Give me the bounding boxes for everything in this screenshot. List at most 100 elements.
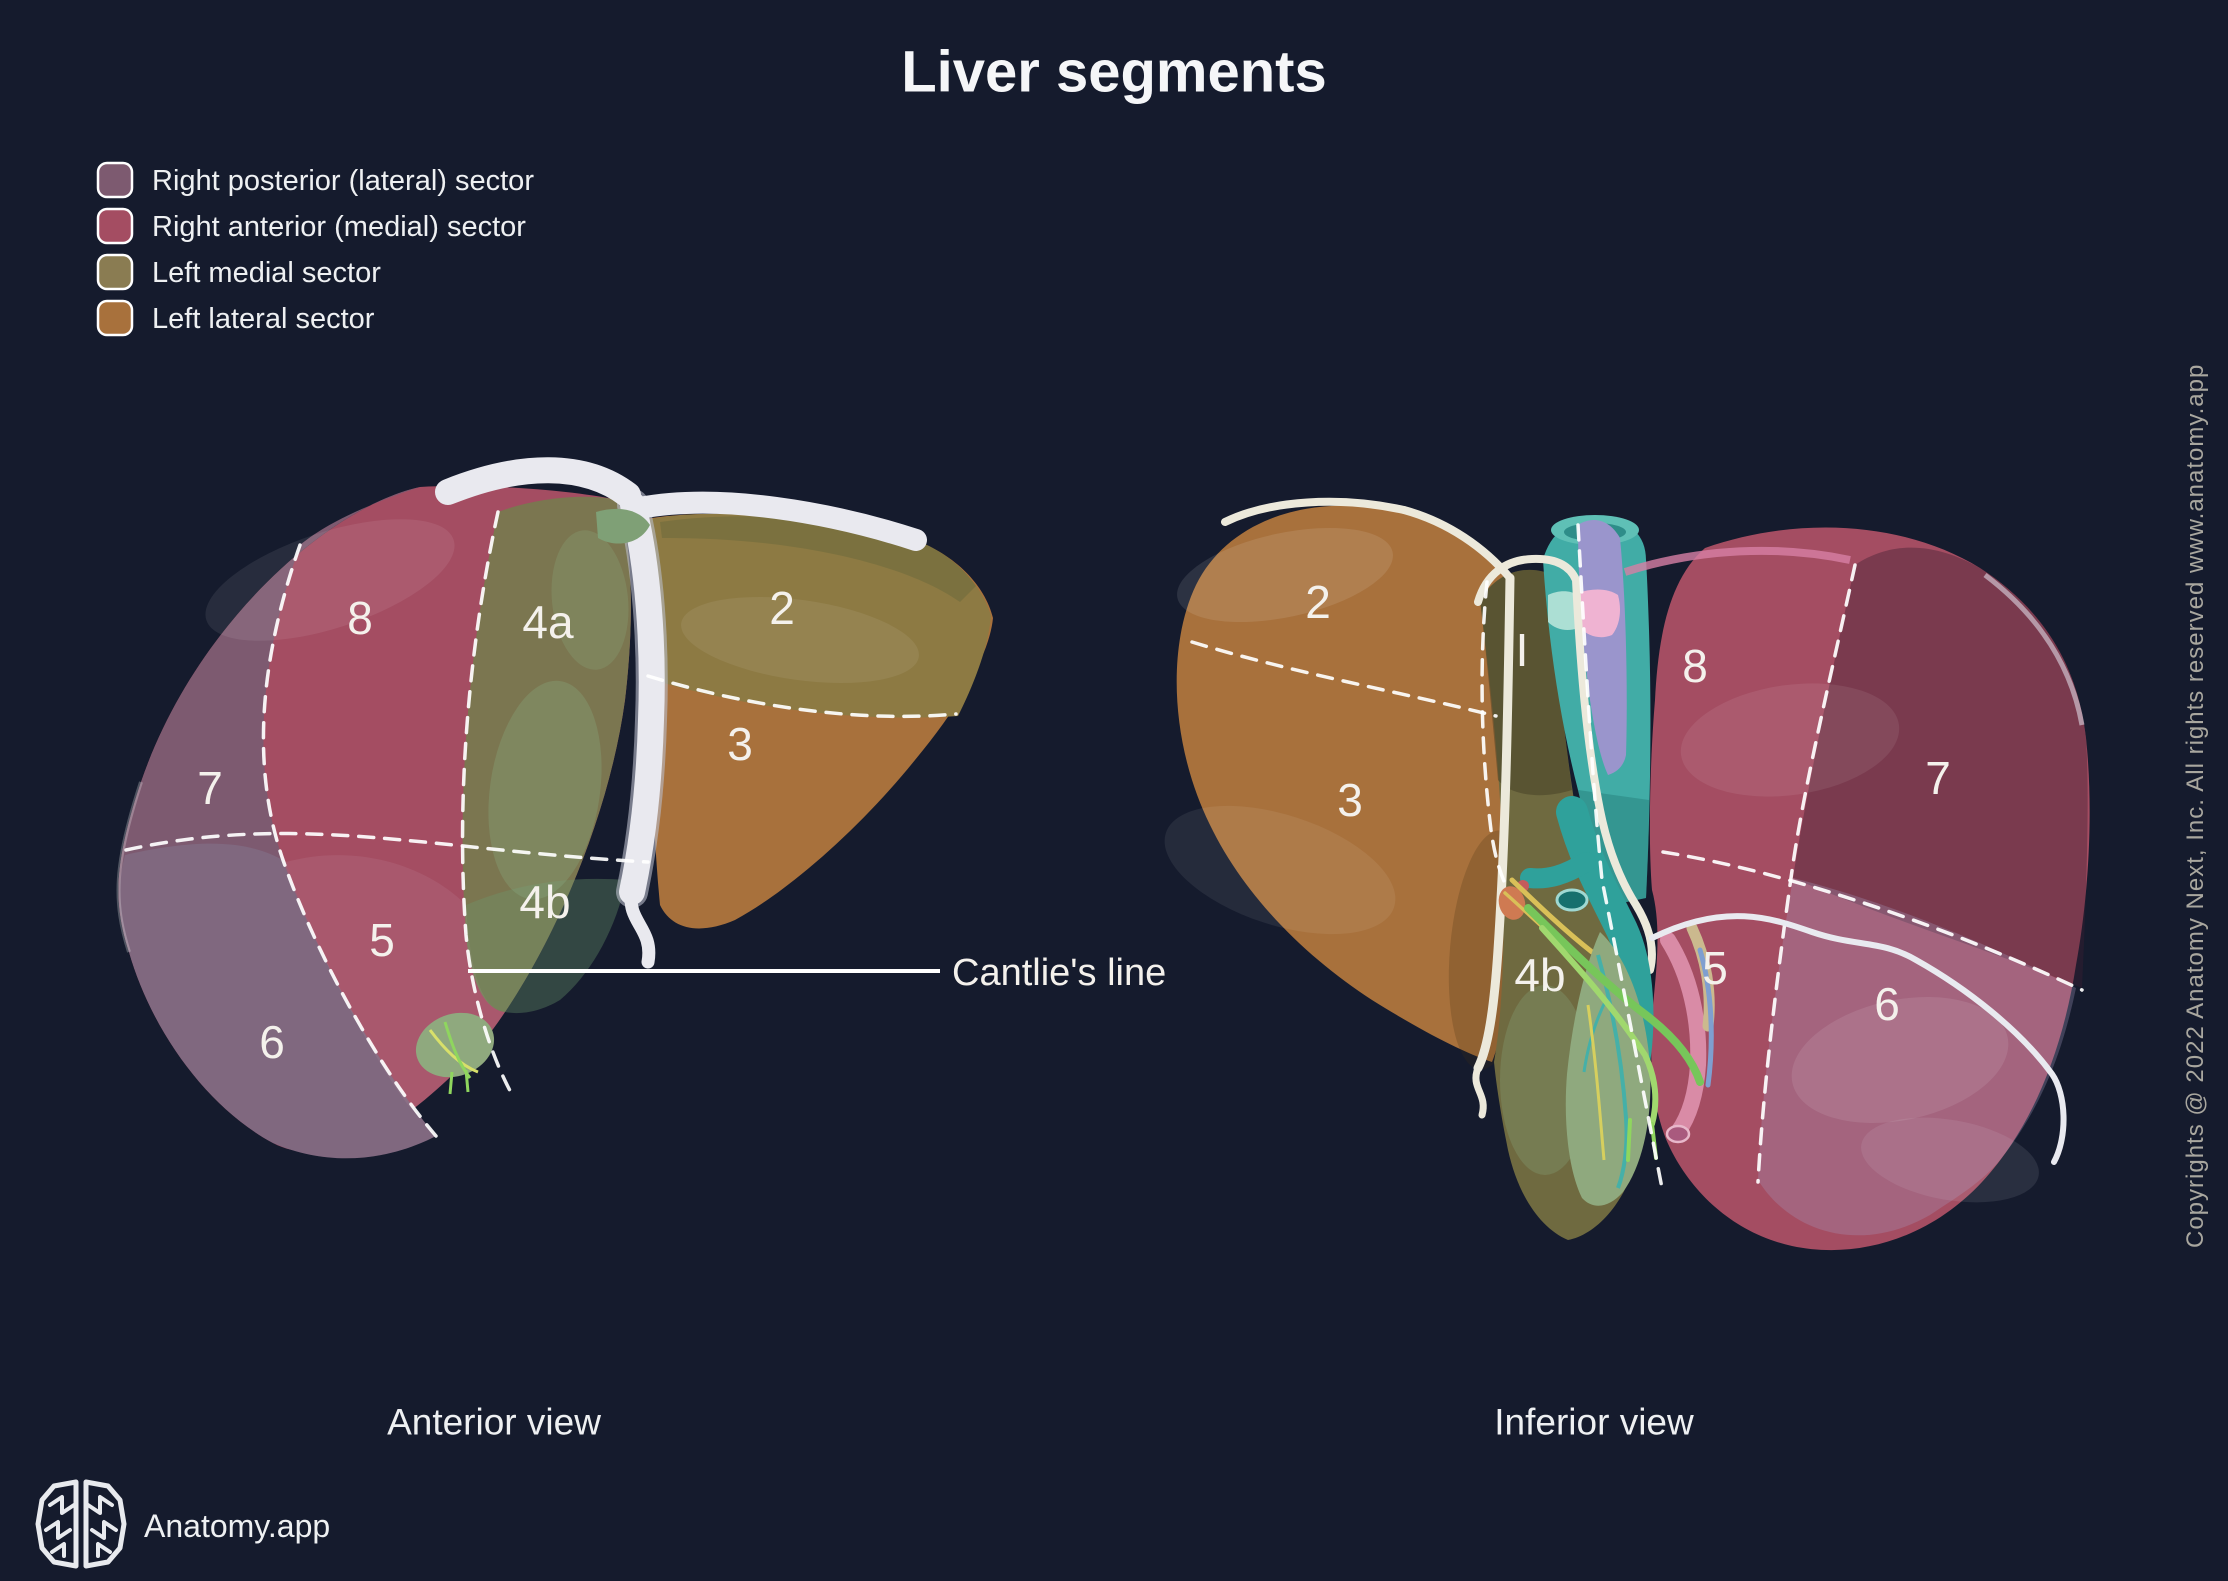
- brain-fold: [90, 1520, 118, 1540]
- lobe-sheen: [1680, 683, 1900, 797]
- segment-label-8: 8: [347, 592, 373, 644]
- pink-top-rim: [1623, 546, 1851, 576]
- boundary-posterior-anterior-dashed: [261, 543, 438, 1138]
- segment-label-4a: 4a: [522, 596, 574, 648]
- boundary-ivc-midline-dashed: [1576, 523, 1664, 1190]
- marble-patch: [488, 680, 602, 900]
- segment-6-shading: [1758, 878, 2076, 1236]
- fissure-ligament: [1473, 573, 1515, 1073]
- segment-label-4b: 4b: [519, 876, 570, 928]
- bile-duct: [1539, 925, 1659, 1127]
- round-ligament-hook: [1472, 1064, 1487, 1119]
- marble-patch: [1861, 1117, 2039, 1203]
- segment-label-7: 7: [197, 762, 223, 814]
- segment-label-1: I: [1516, 624, 1529, 676]
- caudate-ligament-loop: [1474, 554, 1656, 974]
- pale-vein-patch: [1548, 591, 1578, 630]
- boundary-transverse-dashed: [124, 831, 650, 864]
- cantlies-line-annotation: Cantlie's line: [468, 952, 1166, 994]
- segment-7-shading: [1793, 547, 2088, 988]
- portal-vein-opening: [1555, 888, 1589, 912]
- brain-fold: [48, 1495, 76, 1515]
- legend-swatch-right-anterior: [96, 207, 134, 245]
- left-lateral-lobe-region: [1176, 505, 1516, 1062]
- gallbladder-vessel: [428, 1029, 479, 1074]
- segment-4b-shading: [466, 878, 626, 1014]
- boundary-2-3-dashed: [646, 674, 958, 719]
- inferior-view-illustration: 2 I 8 3 7 4b 5 6: [1164, 497, 2090, 1251]
- segment-label-5: 5: [1702, 942, 1728, 994]
- brain-fold: [50, 1542, 66, 1558]
- segment-label-6: 6: [1874, 978, 1900, 1030]
- edge-highlight: [1983, 573, 2085, 726]
- legend-label-left-lateral: Left lateral sector: [152, 303, 375, 335]
- bile-ducts-green: [1524, 904, 1704, 1162]
- inferior-right-mass: [1623, 527, 2090, 1251]
- gallbladder-vessel: [443, 1021, 472, 1095]
- hepatic-artery: [1660, 932, 1707, 1140]
- marble-patch: [551, 530, 629, 670]
- coronary-ligament-left: [435, 457, 641, 508]
- gallbladder-body: [415, 1012, 495, 1078]
- cantlies-line-label: Cantlie's line: [952, 952, 1166, 994]
- boundary-transverse-dashed: [1661, 850, 2084, 992]
- gallbladder-anterior: [415, 1012, 495, 1095]
- gallbladder-vein: [1596, 954, 1629, 1189]
- segment-label-7: 7: [1925, 752, 1951, 804]
- boundary-2-3-dashed: [1190, 640, 1498, 718]
- falciform-ligament: [616, 489, 668, 969]
- dome-sheen: [205, 519, 455, 641]
- marble-patch: [1791, 997, 2009, 1123]
- legend-swatch-left-lateral: [96, 299, 134, 337]
- copyright-text: Copyrights @ 2022 Anatomy Next, Inc. All…: [2182, 364, 2209, 1248]
- ligament-band: [619, 492, 665, 905]
- page-title: Liver segments: [901, 40, 1327, 105]
- ligament-hook: [624, 885, 656, 969]
- right-posterior-sector-region: [118, 487, 436, 1159]
- inferior-view-caption: Inferior view: [1494, 1402, 1694, 1443]
- boundary-8-7-dashed: [1756, 563, 1857, 1184]
- segment-6-shading: [119, 843, 436, 1159]
- legend: Right posterior (lateral) sector Right a…: [96, 161, 534, 337]
- inferior-segment-labels: 2 I 8 3 7 4b 5 6: [1305, 576, 1951, 1030]
- segment-label-3: 3: [727, 718, 753, 770]
- ligament-cord: [1221, 497, 1408, 526]
- lobe-sheen: [1177, 527, 1393, 623]
- legend-label-right-posterior: Right posterior (lateral) sector: [152, 165, 534, 197]
- segment-label-8: 8: [1682, 640, 1708, 692]
- bile-duct: [1524, 904, 1704, 1086]
- segment-label-2: 2: [1305, 576, 1331, 628]
- brain-left-hemisphere: [35, 1479, 79, 1569]
- hepatic-vessels-top: [1548, 520, 1627, 775]
- legend-label-left-medial: Left medial sector: [152, 257, 381, 289]
- ligament-wavy-line: [1649, 913, 2067, 1165]
- lobe-sheen: [681, 597, 919, 683]
- legend-swatch-left-medial: [96, 253, 134, 291]
- hepatic-artery-opening: [1665, 1124, 1691, 1144]
- left-medial-sector-region: [462, 496, 631, 1012]
- right-anterior-lobe-region: [1649, 527, 2090, 1251]
- segment-label-6: 6: [259, 1016, 285, 1068]
- anterior-view-illustration: 8 4a 2 3 7 4b 5 6 Cantlie's line: [116, 457, 1166, 1159]
- segment-label-4b: 4b: [1514, 949, 1565, 1001]
- green-sliver: [596, 508, 650, 544]
- segment-label-3: 3: [1337, 774, 1363, 826]
- brain-fold: [96, 1542, 112, 1558]
- brain-fold: [86, 1495, 114, 1515]
- legend-swatch-right-posterior: [96, 161, 134, 199]
- brain-logo-icon: [35, 1479, 127, 1569]
- cantlies-line-dashed: [460, 510, 516, 1100]
- coronary-ligament-right: [629, 491, 927, 551]
- lobe-sheen: [1164, 805, 1396, 935]
- brain-right-hemisphere: [83, 1479, 127, 1569]
- lavender-vessel: [1578, 520, 1627, 775]
- bile-duct-yellow: [1509, 877, 1595, 955]
- brand-name: Anatomy.app: [144, 1508, 330, 1544]
- anterior-segment-labels: 8 4a 2 3 7 4b 5 6: [197, 582, 795, 1068]
- footer-brand: Anatomy.app: [35, 1479, 330, 1569]
- anterior-view-caption: Anterior view: [387, 1402, 601, 1443]
- small-blue-vessel: [1697, 947, 1714, 1088]
- ligament-cords: [1221, 497, 1656, 1119]
